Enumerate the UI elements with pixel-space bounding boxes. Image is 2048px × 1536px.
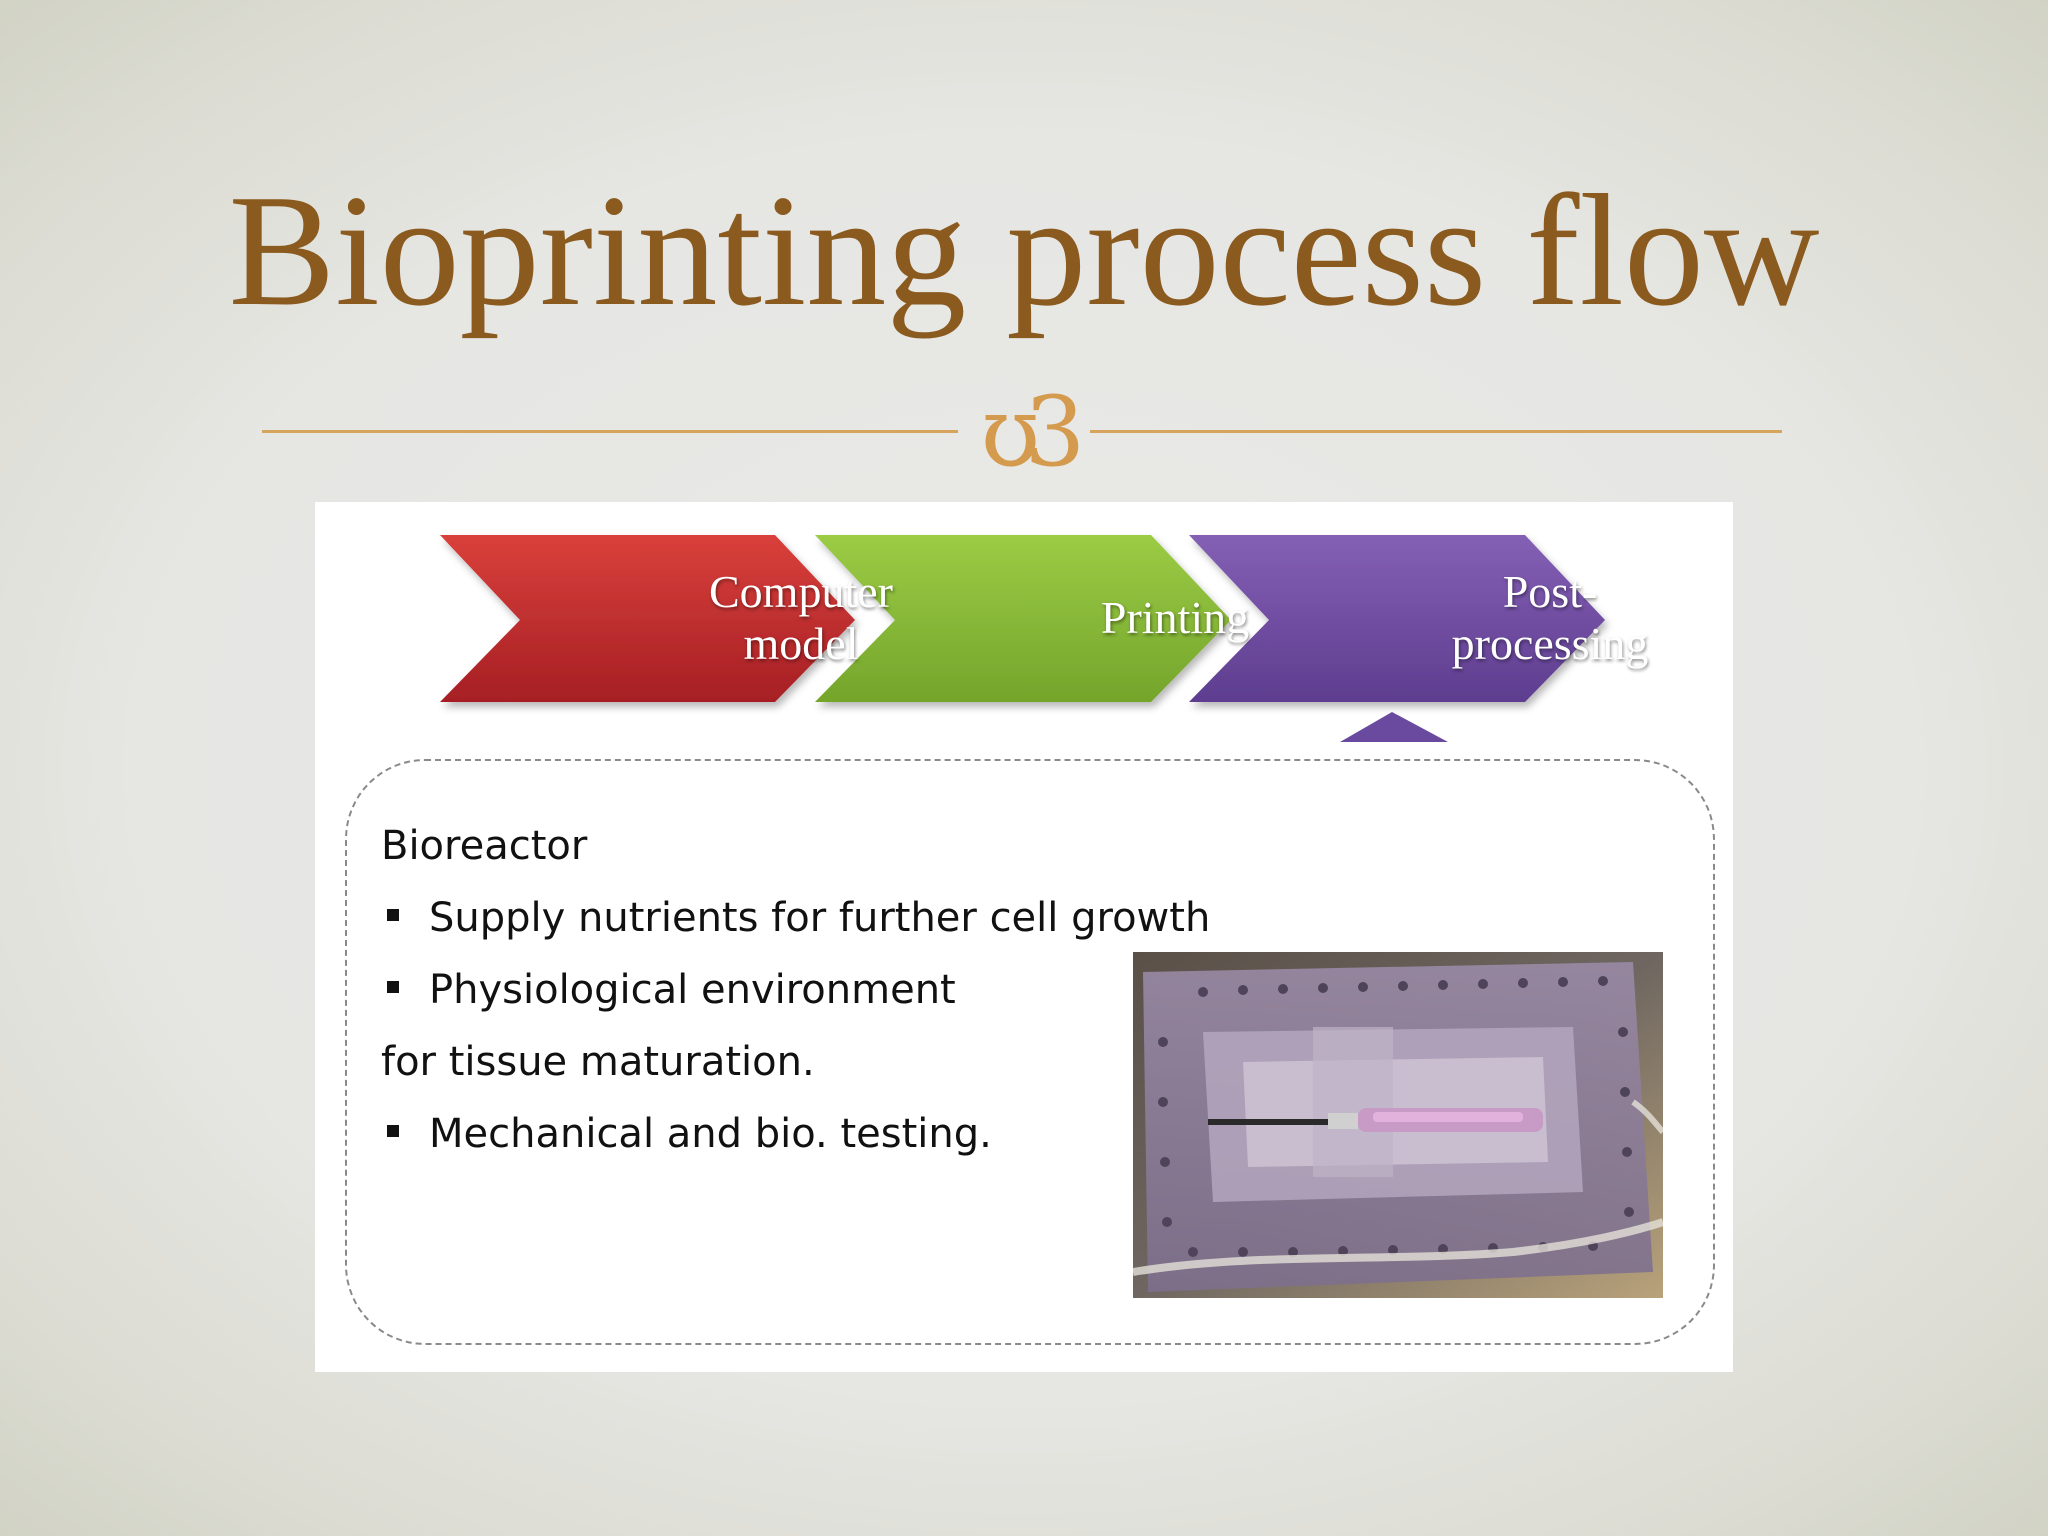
flourish-icon: ʊ3 <box>980 376 1086 488</box>
step-label-computer-model: Computer model <box>651 566 951 670</box>
bullet-text: Supply nutrients for further cell growth <box>429 895 1211 941</box>
step-arrow-printing <box>815 535 1231 702</box>
bullet-icon <box>387 1125 399 1137</box>
step-label-printing: Printing <box>1025 592 1325 644</box>
step-label-line: processing <box>1451 618 1649 669</box>
bullet-continuation: for tissue maturation. <box>381 1039 815 1085</box>
bullet-text: Mechanical and bio. testing. <box>429 1111 992 1157</box>
bullet-text: Physiological environment <box>429 967 956 1013</box>
bullet-item: Supply nutrients for further cell growth <box>381 894 1210 942</box>
slide-title: Bioprinting process flow <box>228 161 1820 339</box>
bullet-item: Mechanical and bio. testing. <box>381 1110 992 1158</box>
process-flow-figure: Computer model Printing Post- processing… <box>315 502 1733 1372</box>
step-label-line: Post- <box>1502 566 1598 617</box>
title-divider-left <box>262 430 958 433</box>
step-arrow-post-processing <box>1189 535 1605 702</box>
process-arrows <box>440 535 1605 742</box>
title-divider-right <box>1090 430 1782 433</box>
step-label-line: Printing <box>1100 592 1250 643</box>
step-label-line: Computer <box>709 566 893 617</box>
step-label-line: model <box>743 618 859 669</box>
bullet-icon <box>387 981 399 993</box>
bullet-icon <box>387 909 399 921</box>
step-arrow-computer-model <box>440 535 855 702</box>
bullet-item: Physiological environment <box>381 966 956 1014</box>
bioreactor-photo <box>1133 952 1663 1298</box>
callout-pointer <box>1340 712 1448 742</box>
bioreactor-photo-drawing <box>1133 952 1663 1298</box>
bioreactor-heading: Bioreactor <box>381 823 588 869</box>
bioreactor-callout <box>345 759 1715 1345</box>
step-label-post-processing: Post- processing <box>1400 566 1700 670</box>
